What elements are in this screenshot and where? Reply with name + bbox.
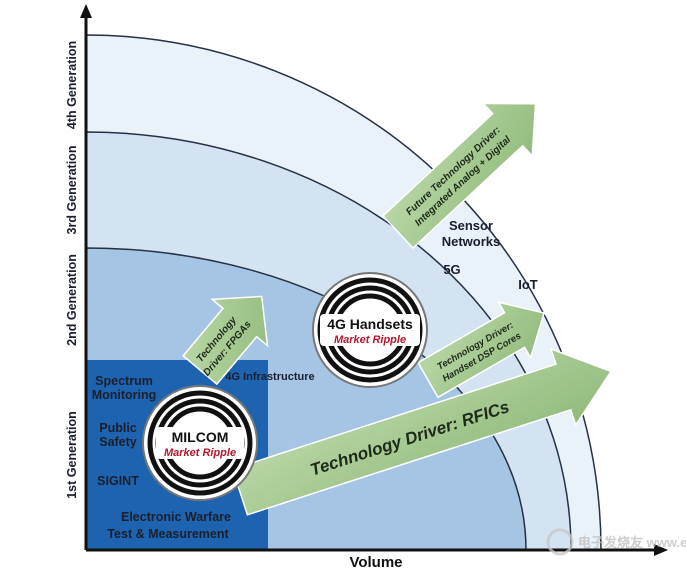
gen-label-1: 1st Generation bbox=[65, 411, 79, 499]
ripple-milcom: MILCOM Market Ripple bbox=[142, 385, 258, 501]
label-sigint: SIGINT bbox=[97, 474, 139, 488]
ripple-4g-subtitle: Market Ripple bbox=[334, 334, 406, 346]
label-monitoring: Monitoring bbox=[92, 388, 157, 402]
watermark-text: 电子发烧友 www.elecfans.com bbox=[578, 535, 686, 550]
y-axis-arrowhead bbox=[80, 4, 92, 18]
watermark: 电子发烧友 www.elecfans.com bbox=[546, 528, 686, 556]
ripple-milcom-subtitle: Market Ripple bbox=[164, 447, 236, 459]
label-5g: 5G bbox=[443, 262, 460, 277]
label-electronic-warfare: Electronic Warfare bbox=[121, 510, 231, 524]
label-sensor: Sensor bbox=[449, 218, 493, 233]
x-axis-arrowhead bbox=[654, 544, 668, 556]
gen-label-2: 2nd Generation bbox=[65, 254, 79, 346]
gen-label-4: 4th Generation bbox=[65, 41, 79, 129]
label-networks: Networks bbox=[442, 234, 501, 249]
ripple-4g-handsets: 4G Handsets Market Ripple bbox=[312, 272, 428, 388]
label-public: Public bbox=[99, 421, 137, 435]
label-iot: IoT bbox=[518, 277, 538, 292]
label-safety: Safety bbox=[99, 435, 137, 449]
label-test-measurement: Test & Measurement bbox=[107, 527, 229, 541]
gen-label-3: 3rd Generation bbox=[65, 146, 79, 235]
ripple-4g-title: 4G Handsets bbox=[327, 316, 413, 332]
label-spectrum: Spectrum bbox=[95, 374, 153, 388]
x-axis-label: Volume bbox=[349, 554, 402, 571]
label-4g-infrastructure: 4G Infrastructure bbox=[225, 371, 314, 383]
ripple-milcom-title: MILCOM bbox=[172, 429, 229, 445]
